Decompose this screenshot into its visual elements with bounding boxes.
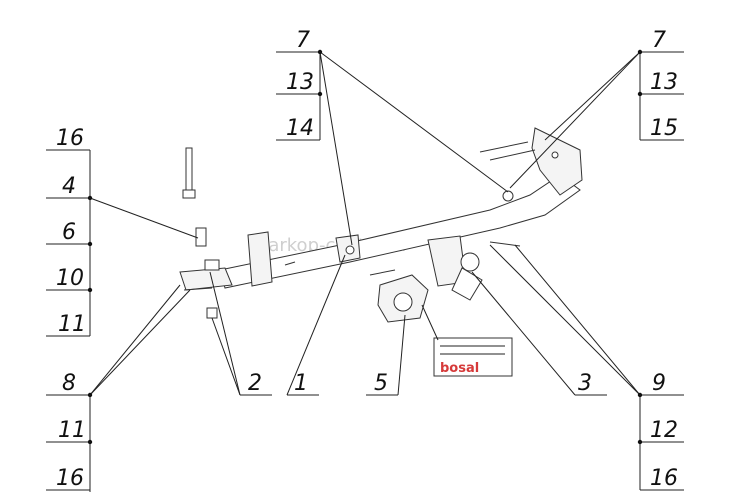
bracket-stud [284,261,296,266]
leader-line [319,51,353,246]
callout-number: 14 [286,116,314,141]
callout-number: 6 [62,220,76,245]
callout-number: 16 [650,466,678,491]
product-label: bosal [433,337,513,377]
callout-dot [637,392,643,398]
callout-row-bottom: 2 1 5 3 [240,371,607,396]
callout-number: 2 [248,371,262,396]
leader-line [421,304,439,341]
bracket-nut [502,190,514,202]
leader-line [89,197,199,239]
leader-line [211,317,241,396]
callout-stack-right-bottom: 9 12 16 [637,371,684,491]
right-bracket [531,127,583,196]
tow-ball [460,252,480,272]
callout-number: 5 [374,371,388,396]
center-left-bolt [345,245,355,255]
callout-number: 8 [62,371,76,396]
label-brand-text: bosal [440,361,479,376]
callout-number: 13 [650,70,678,95]
left-bracket-plate [247,231,273,287]
crossbar-tube [219,174,581,289]
callout-number: 9 [652,371,666,396]
callout-dot [87,439,93,445]
callout-stack-center-top: 7 13 14 [276,28,323,141]
callout-dot [637,49,643,55]
callout-number: 3 [578,371,592,396]
leader-line [514,244,641,396]
lower-nut [206,307,218,319]
callout-number: 1 [294,371,308,396]
callout-stack-right-top: 7 13 15 [637,28,684,141]
callout-dot [87,241,93,247]
callout-dot [637,91,643,97]
leader-line [489,244,641,396]
callout-number: 16 [56,466,84,491]
callout-number: 13 [286,70,314,95]
callout-number: 12 [650,418,678,443]
leader-lines [89,51,641,396]
callout-dot [637,439,643,445]
socket-hole [393,292,413,312]
spacer-nut [204,259,220,271]
callout-dot [87,287,93,293]
leader-line [544,51,641,141]
spacer-sleeve [195,227,207,247]
upper-bolt-2 [489,149,536,161]
leader-line [89,284,181,396]
upper-bolt-1 [479,141,529,153]
center-stud [369,269,396,276]
callout-number: 16 [56,126,84,151]
callout-dot [317,91,323,97]
vertical-bolt [185,147,193,197]
callout-stack-left: 16 4 6 10 11 [46,126,93,337]
leader-line [286,254,346,396]
callout-number: 4 [62,174,76,199]
leader-line [471,271,576,396]
tow-bar-assembly [179,127,583,323]
left-bolt [183,287,213,291]
bolt-washer [182,189,196,199]
callout-number: 7 [296,28,310,53]
right-bracket-hole [551,151,559,159]
leader-line [397,314,406,396]
callout-number: 15 [650,116,678,141]
leader-line [89,289,191,396]
callout-stack-left-bottom: 8 11 16 [46,371,93,492]
callout-number: 10 [56,266,84,291]
callout-number: 11 [58,418,86,443]
leader-line [209,271,241,396]
callout-dot [87,392,93,398]
leader-line [509,51,641,189]
callout-number: 7 [652,28,666,53]
callout-number: 11 [58,312,86,337]
label-frame [433,337,513,377]
callout-dot [317,49,323,55]
leader-line [319,51,509,193]
callout-dot [87,195,93,201]
